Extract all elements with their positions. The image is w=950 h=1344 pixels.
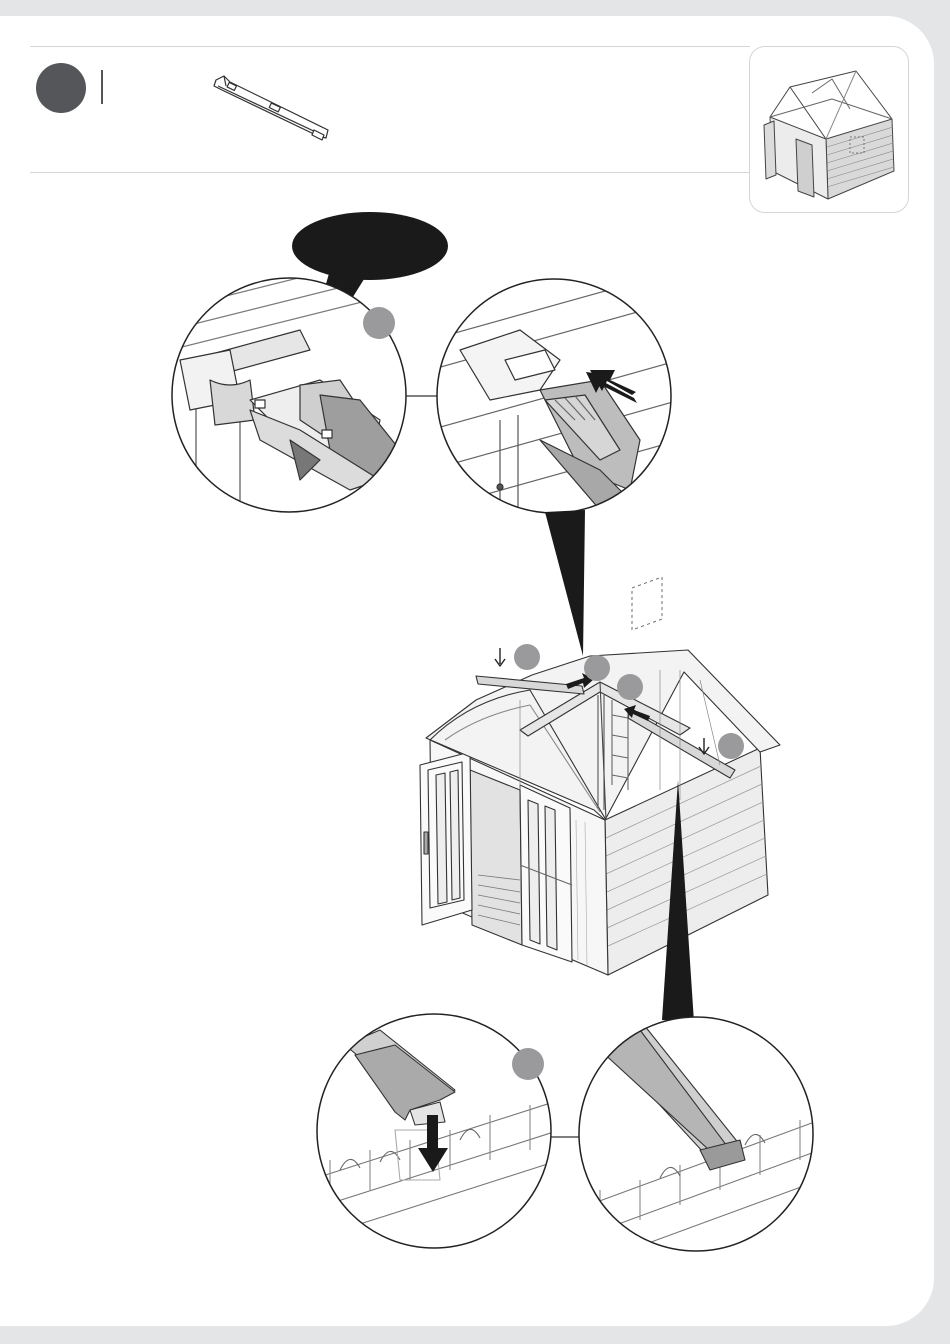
detail-callout-top-right [430,270,680,520]
detail-callout-top-left [170,250,410,520]
callout-pointer-top [545,510,585,656]
step-marker [617,674,643,700]
step-marker [718,733,744,759]
shed-main-assembly [420,577,780,975]
step-marker [363,307,395,339]
step-marker [512,1048,544,1080]
step-marker [584,655,610,681]
step-marker [514,644,540,670]
detail-callout-bottom-right [575,1017,820,1270]
detail-callout-bottom-left [310,1014,560,1248]
